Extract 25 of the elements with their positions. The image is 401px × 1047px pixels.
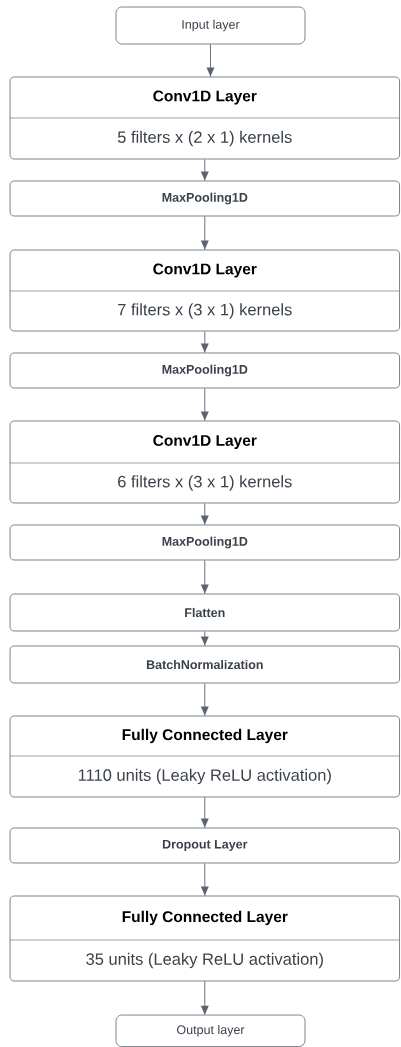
layer-box: Dropout Layer xyxy=(9,827,400,864)
layer-box: Fully Connected Layer 35 units (Leaky ReLU activation) xyxy=(9,895,400,982)
layer-box: Conv1D Layer 6 filters x (3 x 1) kernels xyxy=(9,420,400,504)
layer-box: Flatten xyxy=(9,593,400,632)
arrow xyxy=(200,630,209,647)
arrow xyxy=(200,796,209,829)
terminal-box: Output layer xyxy=(115,1014,306,1047)
terminal-box: Input layer xyxy=(115,6,306,45)
layer-box: Conv1D Layer 5 filters x (2 x 1) kernels xyxy=(9,76,400,160)
layer-box: Conv1D Layer 7 filters x (3 x 1) kernels xyxy=(9,249,400,332)
layer-box: MaxPooling1D xyxy=(9,524,400,561)
layer-box: Fully Connected Layer 1110 units (Leaky ReLU activation) xyxy=(9,715,400,798)
arrow xyxy=(200,559,209,595)
layer-box: MaxPooling1D xyxy=(9,180,400,217)
arrow xyxy=(200,862,209,897)
arrow xyxy=(200,387,209,422)
layer-box: MaxPooling1D xyxy=(9,352,400,389)
arrow xyxy=(200,158,209,182)
arrow xyxy=(200,330,209,354)
arrow xyxy=(206,43,215,78)
arrow xyxy=(200,682,209,717)
arrow xyxy=(200,980,209,1016)
layer-box: BatchNormalization xyxy=(9,645,400,684)
arrow xyxy=(200,502,209,526)
arrow xyxy=(200,215,209,251)
